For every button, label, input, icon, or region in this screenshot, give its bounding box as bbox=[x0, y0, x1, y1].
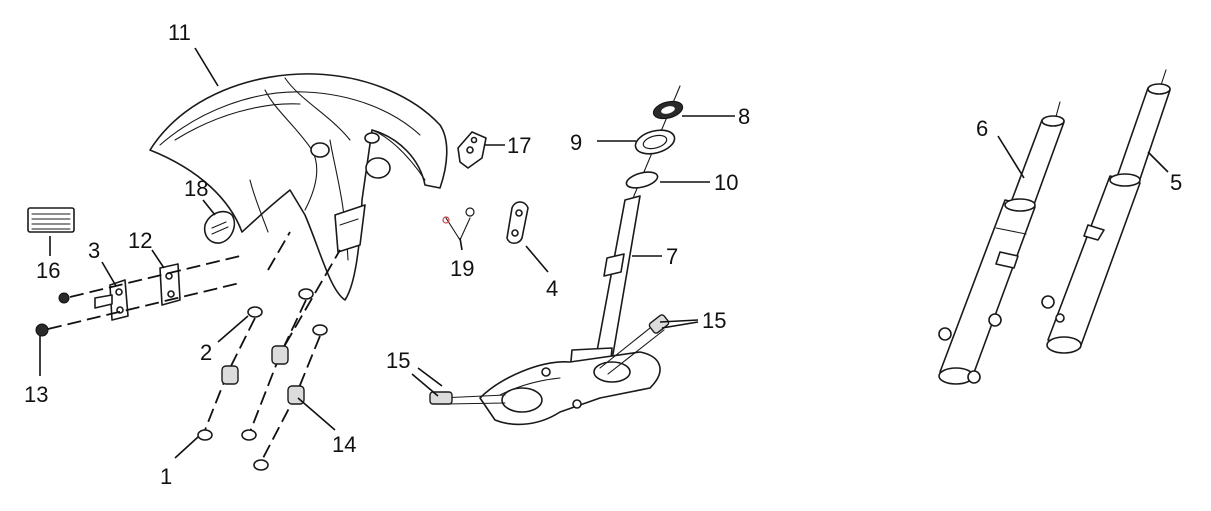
fork-tube-5 bbox=[1041, 69, 1171, 354]
callout-17: 17 bbox=[507, 133, 531, 158]
fork-tube-6 bbox=[938, 101, 1065, 385]
bracket-3 bbox=[94, 279, 129, 321]
callout-labels: 11 18 16 3 12 13 2 1 14 17 19 4 8 9 10 7… bbox=[24, 20, 1182, 489]
callout-14: 14 bbox=[332, 432, 356, 457]
callout-18: 18 bbox=[184, 176, 208, 201]
reflector-18 bbox=[203, 210, 236, 244]
callout-19: 19 bbox=[450, 256, 474, 281]
callout-8: 8 bbox=[738, 104, 750, 129]
callout-4: 4 bbox=[546, 276, 558, 301]
callout-9: 9 bbox=[570, 130, 582, 155]
callout-15-tree: 15 bbox=[386, 348, 410, 373]
bolts-15 bbox=[429, 314, 670, 405]
callout-13: 13 bbox=[24, 382, 48, 407]
front-fender bbox=[149, 73, 448, 301]
cable-guide-17 bbox=[457, 131, 487, 169]
callout-11: 11 bbox=[168, 20, 191, 45]
callout-12: 12 bbox=[128, 228, 152, 253]
steering-stem bbox=[479, 85, 684, 426]
label-sticker-16 bbox=[27, 207, 75, 233]
callout-6: 6 bbox=[976, 116, 988, 141]
leader-lines bbox=[39, 47, 1169, 459]
callout-5: 5 bbox=[1170, 170, 1182, 195]
callout-10: 10 bbox=[714, 170, 738, 195]
bracket-12 bbox=[159, 263, 181, 306]
callout-2: 2 bbox=[200, 340, 212, 365]
callout-7: 7 bbox=[666, 244, 678, 269]
callout-15-stem: 15 bbox=[702, 308, 726, 333]
bolt-13 bbox=[35, 292, 70, 337]
callout-3: 3 bbox=[88, 238, 100, 263]
callout-1: 1 bbox=[160, 464, 172, 489]
assembly-lines-left bbox=[47, 231, 341, 346]
callout-16: 16 bbox=[36, 258, 60, 283]
fasteners-1-2-14 bbox=[197, 288, 328, 471]
clamp-4 bbox=[506, 201, 529, 245]
clip-19 bbox=[442, 207, 475, 242]
